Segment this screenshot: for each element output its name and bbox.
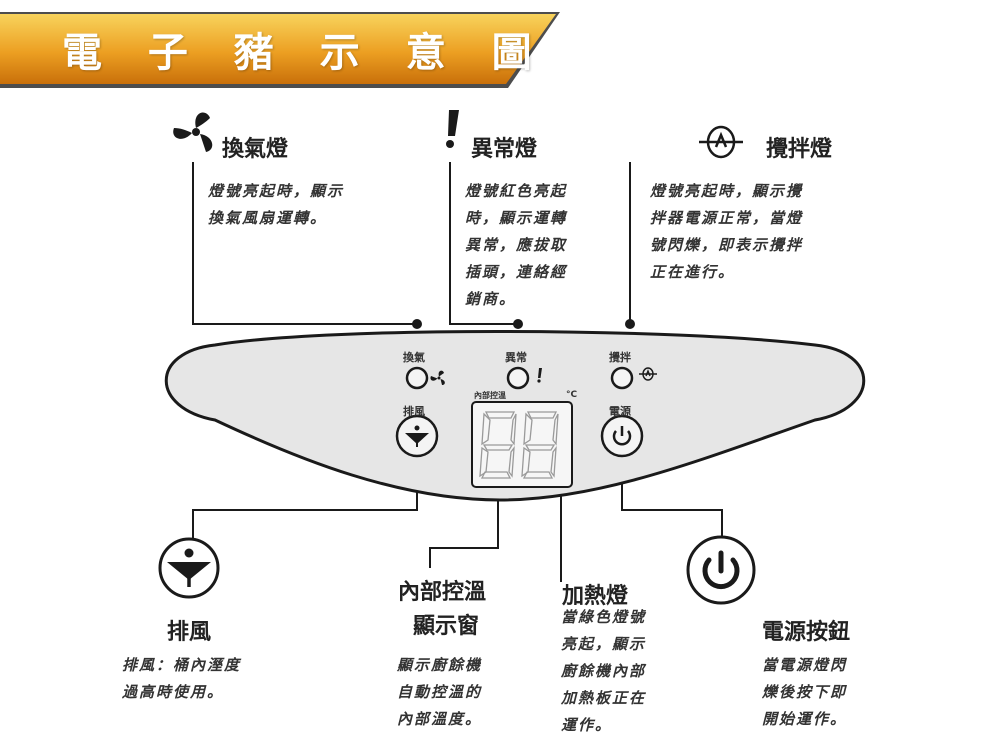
fan-indicator-led	[405, 366, 429, 390]
exclamation-icon	[446, 110, 459, 148]
fan-small-icon	[430, 370, 445, 385]
power-button-title: 電源按鈕	[762, 620, 851, 645]
power-icon	[686, 535, 756, 605]
heat-light-desc: 當綠色燈號 亮起，顯示 廚餘機內部 加熱板正在 運作。	[561, 608, 647, 734]
seven-segment-digits	[479, 411, 559, 479]
stir-light-desc: 燈號亮起時，顯示攪 拌器電源正常，當燈 號閃爍，即表示攪拌 正在進行。	[650, 182, 804, 281]
fan-icon	[173, 112, 213, 152]
exhaust-icon	[158, 537, 220, 599]
power-button[interactable]	[600, 414, 644, 458]
stir-light-title: 攪拌燈	[766, 137, 833, 162]
exhaust-button[interactable]	[395, 414, 439, 458]
temp-display-title-2: 顯示窗	[413, 614, 480, 639]
stir-small-icon	[639, 367, 657, 381]
temp-display-title-1: 內部控溫	[398, 580, 487, 605]
page-title: 電 子 豬 示 意 圖	[62, 30, 548, 76]
panel-label-exhaust: 排風	[403, 405, 425, 418]
heat-light-title: 加熱燈	[562, 584, 629, 609]
error-light-desc: 燈號紅色亮起 時，顯示運轉 異常，應拔取 插頭，連絡經 銷商。	[465, 182, 568, 308]
stir-indicator-led	[610, 366, 634, 390]
panel-label-fan: 換氣	[403, 351, 425, 364]
temperature-display	[471, 401, 573, 488]
fan-light-title: 換氣燈	[222, 137, 289, 162]
exhaust-title: 排風	[167, 620, 212, 645]
panel-label-temp: 內部控溫	[474, 391, 506, 400]
panel-label-error: 異常	[505, 351, 527, 364]
exclamation-small-icon	[537, 368, 542, 383]
exhaust-desc: 排風：桶內溼度 過高時使用。	[122, 656, 242, 701]
header-banner	[0, 12, 560, 88]
panel-label-unit: °C	[566, 390, 578, 400]
error-light-title: 異常燈	[471, 137, 538, 162]
temp-display-desc: 顯示廚餘機 自動控溫的 內部溫度。	[397, 656, 483, 728]
stir-icon	[699, 125, 743, 159]
panel-label-power: 電源	[609, 405, 631, 418]
power-button-desc: 當電源燈閃 爍後按下即 開始運作。	[762, 656, 848, 728]
display-digits: 88	[478, 404, 566, 484]
fan-light-desc: 燈號亮起時，顯示 換氣風扇運轉。	[208, 182, 345, 227]
error-indicator-led	[506, 366, 530, 390]
panel-label-stir: 攪拌	[609, 351, 631, 364]
